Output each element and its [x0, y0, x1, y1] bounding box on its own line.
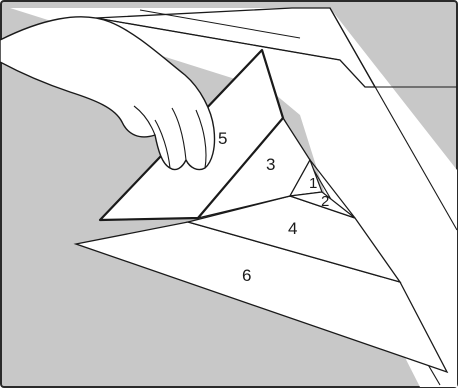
piece-label-5: 5 — [218, 129, 227, 148]
piece-label-4: 4 — [288, 219, 297, 238]
piece-label-6: 6 — [242, 266, 251, 285]
piece-label-1: 1 — [309, 175, 317, 192]
piece-label-2: 2 — [321, 193, 329, 210]
piece-label-3: 3 — [266, 155, 275, 174]
